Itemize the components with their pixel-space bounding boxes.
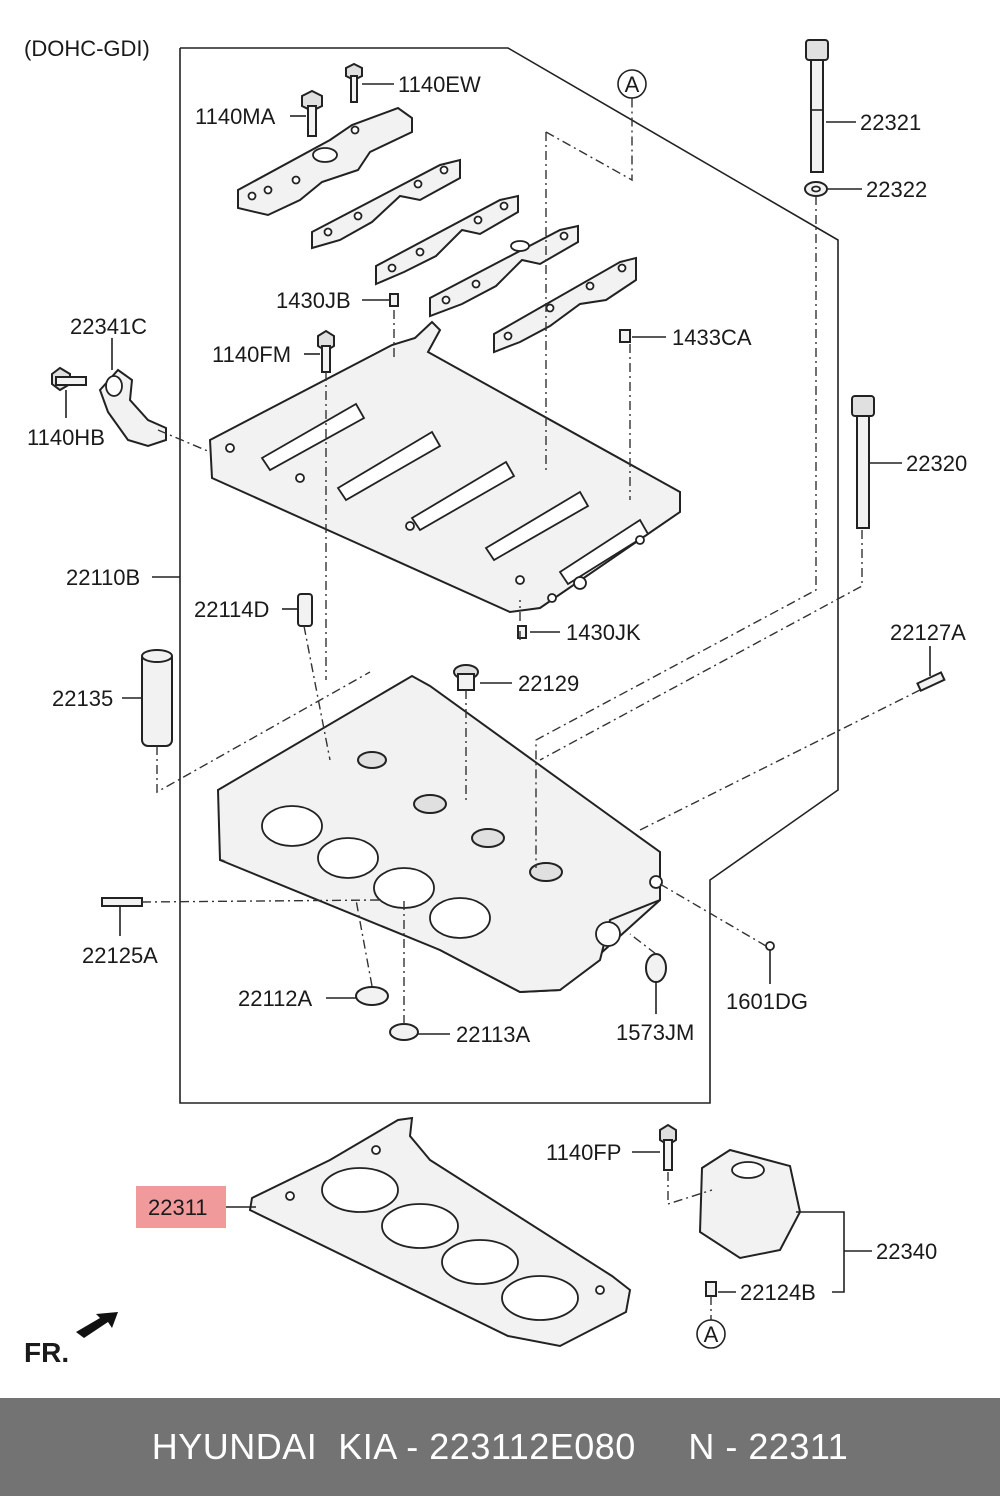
part-label-1573JM[interactable]: 1573JM — [616, 1020, 694, 1045]
plug-1601DG — [765, 941, 775, 951]
part-label-1140FP[interactable]: 1140FP — [546, 1140, 621, 1165]
part-label-1430JB[interactable]: 1430JB — [276, 288, 351, 313]
highlight-22311 — [136, 1186, 226, 1228]
plug-22129 — [453, 664, 479, 691]
bearing-cap-1 — [237, 106, 413, 217]
reference-a-top: A — [625, 72, 640, 97]
bolt-1140EW — [345, 62, 363, 103]
reference-a-top-circle — [617, 69, 647, 99]
pin-22127A — [916, 671, 946, 693]
part-label-1140EW[interactable]: 1140EW — [398, 72, 481, 97]
dowel-22114D — [297, 593, 313, 627]
part-label-22114D[interactable]: 22114D — [194, 597, 269, 622]
part-label-22113A[interactable]: 22113A — [456, 1022, 531, 1047]
bolt-1140HB — [51, 366, 87, 392]
part-label-22321[interactable]: 22321 — [860, 110, 921, 135]
engine-variant-label: (DOHC-GDI) — [24, 36, 150, 61]
washer-22322 — [804, 181, 828, 197]
seal-22112A — [355, 986, 389, 1006]
pin-1430JB — [389, 293, 399, 307]
cylinder-head — [216, 674, 663, 994]
bearing-cap-5 — [493, 256, 637, 354]
part-label-22311[interactable]: 22311 — [148, 1195, 208, 1220]
bearing-cap-4 — [429, 224, 579, 318]
camshaft-carrier-22110B — [208, 320, 681, 614]
part-label-1140FM[interactable]: 1140FM — [212, 342, 291, 367]
part-label-22127A[interactable]: 22127A — [890, 620, 966, 645]
part-label-1433CA[interactable]: 1433CA — [672, 325, 752, 350]
part-label-22110B[interactable]: 22110B — [66, 565, 140, 590]
sleeve-22135 — [141, 649, 173, 747]
part-label-1601DG[interactable]: 1601DG — [726, 989, 808, 1014]
bolt-1140FP — [659, 1123, 677, 1171]
part-label-22320[interactable]: 22320 — [906, 451, 967, 476]
exploded-parts-diagram: (DOHC-GDI) — [24, 36, 967, 1368]
bearing-cap-3 — [375, 194, 519, 286]
part-label-22129[interactable]: 22129 — [518, 671, 579, 696]
part-label-22341C[interactable]: 22341C — [70, 314, 147, 339]
part-label-22340[interactable]: 22340 — [876, 1239, 937, 1264]
reference-a-bottom: A — [704, 1322, 719, 1347]
plug-1573JM — [645, 953, 667, 983]
part-label-22124B[interactable]: 22124B — [740, 1280, 816, 1305]
part-label-22125A[interactable]: 22125A — [82, 943, 158, 968]
bolt-22321 — [805, 39, 829, 173]
pin-1430JK — [517, 625, 527, 639]
pin-22125A — [101, 897, 143, 907]
bolt-22320 — [851, 395, 875, 529]
part-label-22322[interactable]: 22322 — [866, 177, 927, 202]
bolt-1140FM — [317, 329, 335, 373]
part-label-22135[interactable]: 22135 — [52, 686, 113, 711]
pin-22124B — [705, 1281, 717, 1297]
head-gasket-22311 — [248, 1116, 632, 1348]
bracket-22341C — [98, 368, 167, 448]
seal-22113A — [389, 1023, 419, 1041]
part-label-1430JK[interactable]: 1430JK — [566, 620, 641, 645]
bearing-cap-2 — [311, 158, 461, 250]
reference-a-bottom-circle — [696, 1319, 726, 1349]
pin-1433CA — [619, 329, 631, 343]
assembly-frame — [179, 47, 839, 1104]
front-arrow-icon — [76, 1312, 118, 1338]
footer-text: HYUNDAI KIA - 223112E080 N - 22311 — [151, 1426, 849, 1467]
bolt-1140MA — [301, 89, 323, 137]
pump-bracket-22340 — [698, 1148, 802, 1260]
part-label-1140HB[interactable]: 1140HB — [27, 425, 105, 450]
part-label-1140MA[interactable]: 1140MA — [195, 104, 276, 129]
part-label-22112A[interactable]: 22112A — [238, 986, 313, 1011]
front-label: FR. — [24, 1337, 69, 1368]
footer-part-number: HYUNDAI KIA - 223112E080 N - 22311 — [0, 1398, 1000, 1496]
